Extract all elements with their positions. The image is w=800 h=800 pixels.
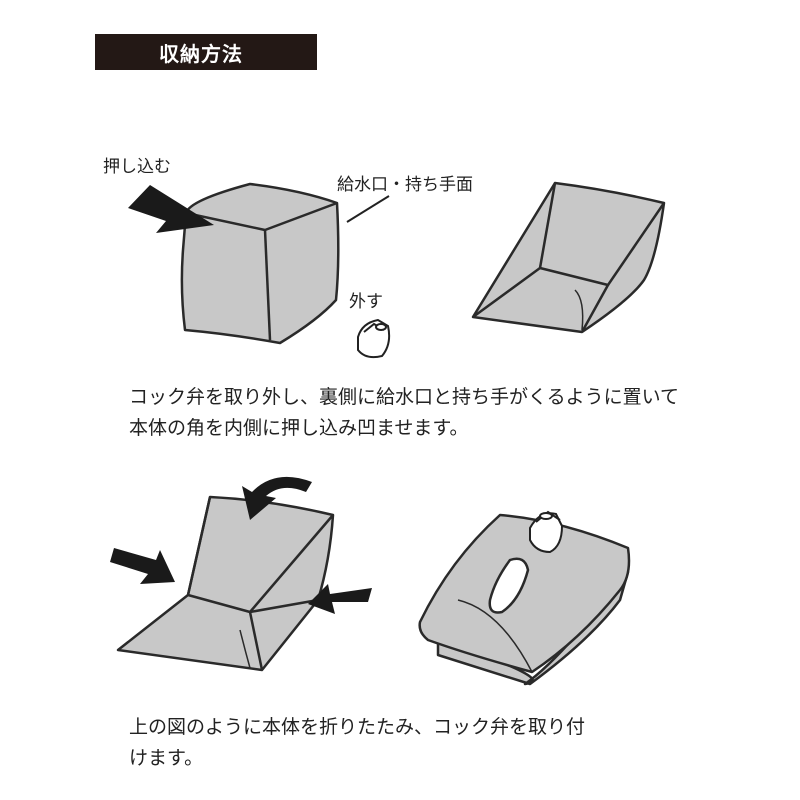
step2-line1: 上の図のように本体を折りたたみ、コック弁を取り付 — [129, 716, 586, 738]
remove-label: 外す — [349, 292, 383, 312]
spout-handle-label: 給水口・持ち手面 — [337, 175, 473, 195]
curved-arrow-icon — [242, 476, 312, 520]
step2-line2: けます。 — [129, 747, 204, 769]
wedge-bag-illustration — [471, 181, 666, 334]
push-in-label: 押し込む — [103, 157, 171, 177]
push-arrow-icon — [128, 185, 214, 233]
step2-text: 上の図のように本体を折りたたみ、コック弁を取り付 けます。 — [129, 712, 585, 774]
step1-line1: コック弁を取り外し、裏側に給水口と持ち手がくるように置いて — [129, 386, 680, 408]
section-title: 収納方法 — [95, 34, 317, 70]
step1-line2: 本体の角を内側に押し込み凹ませます。 — [129, 417, 469, 439]
valve-icon — [357, 318, 391, 359]
attached-valve-icon — [529, 510, 564, 554]
folding-bag-illustration — [116, 495, 335, 672]
left-push-arrow-icon — [110, 548, 175, 584]
cube-bag-illustration — [180, 182, 340, 345]
right-push-arrow-icon — [308, 584, 372, 614]
leader-line — [346, 195, 390, 223]
step1-text: コック弁を取り外し、裏側に給水口と持ち手がくるように置いて 本体の角を内側に押し… — [129, 382, 679, 444]
folded-bag-illustration — [418, 513, 631, 686]
